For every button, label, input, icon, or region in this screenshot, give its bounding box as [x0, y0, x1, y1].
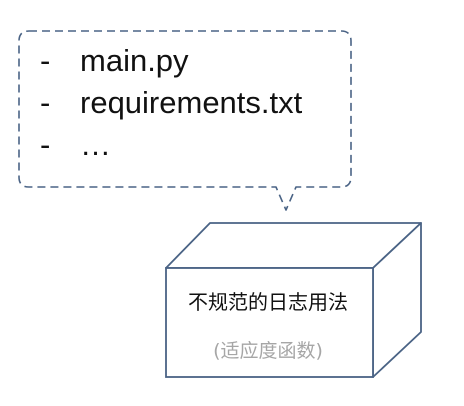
- box-front-face: [165, 267, 374, 378]
- box-title: 不规范的日志用法: [188, 290, 348, 314]
- callout-item-text: requirements.txt: [80, 85, 303, 120]
- callout-bullet: -: [40, 85, 51, 120]
- box-subtitle: (适应度函数): [213, 340, 323, 362]
- callout-item: -requirements.txt: [40, 87, 302, 118]
- callout-item: -…: [40, 129, 111, 160]
- callout-bullet: -: [40, 127, 51, 162]
- callout-item: -main.py: [40, 45, 189, 76]
- callout-bullet: -: [40, 43, 51, 78]
- callout-bubble: [18, 30, 352, 211]
- callout-item-text: …: [80, 127, 111, 162]
- callout-item-text: main.py: [80, 43, 189, 78]
